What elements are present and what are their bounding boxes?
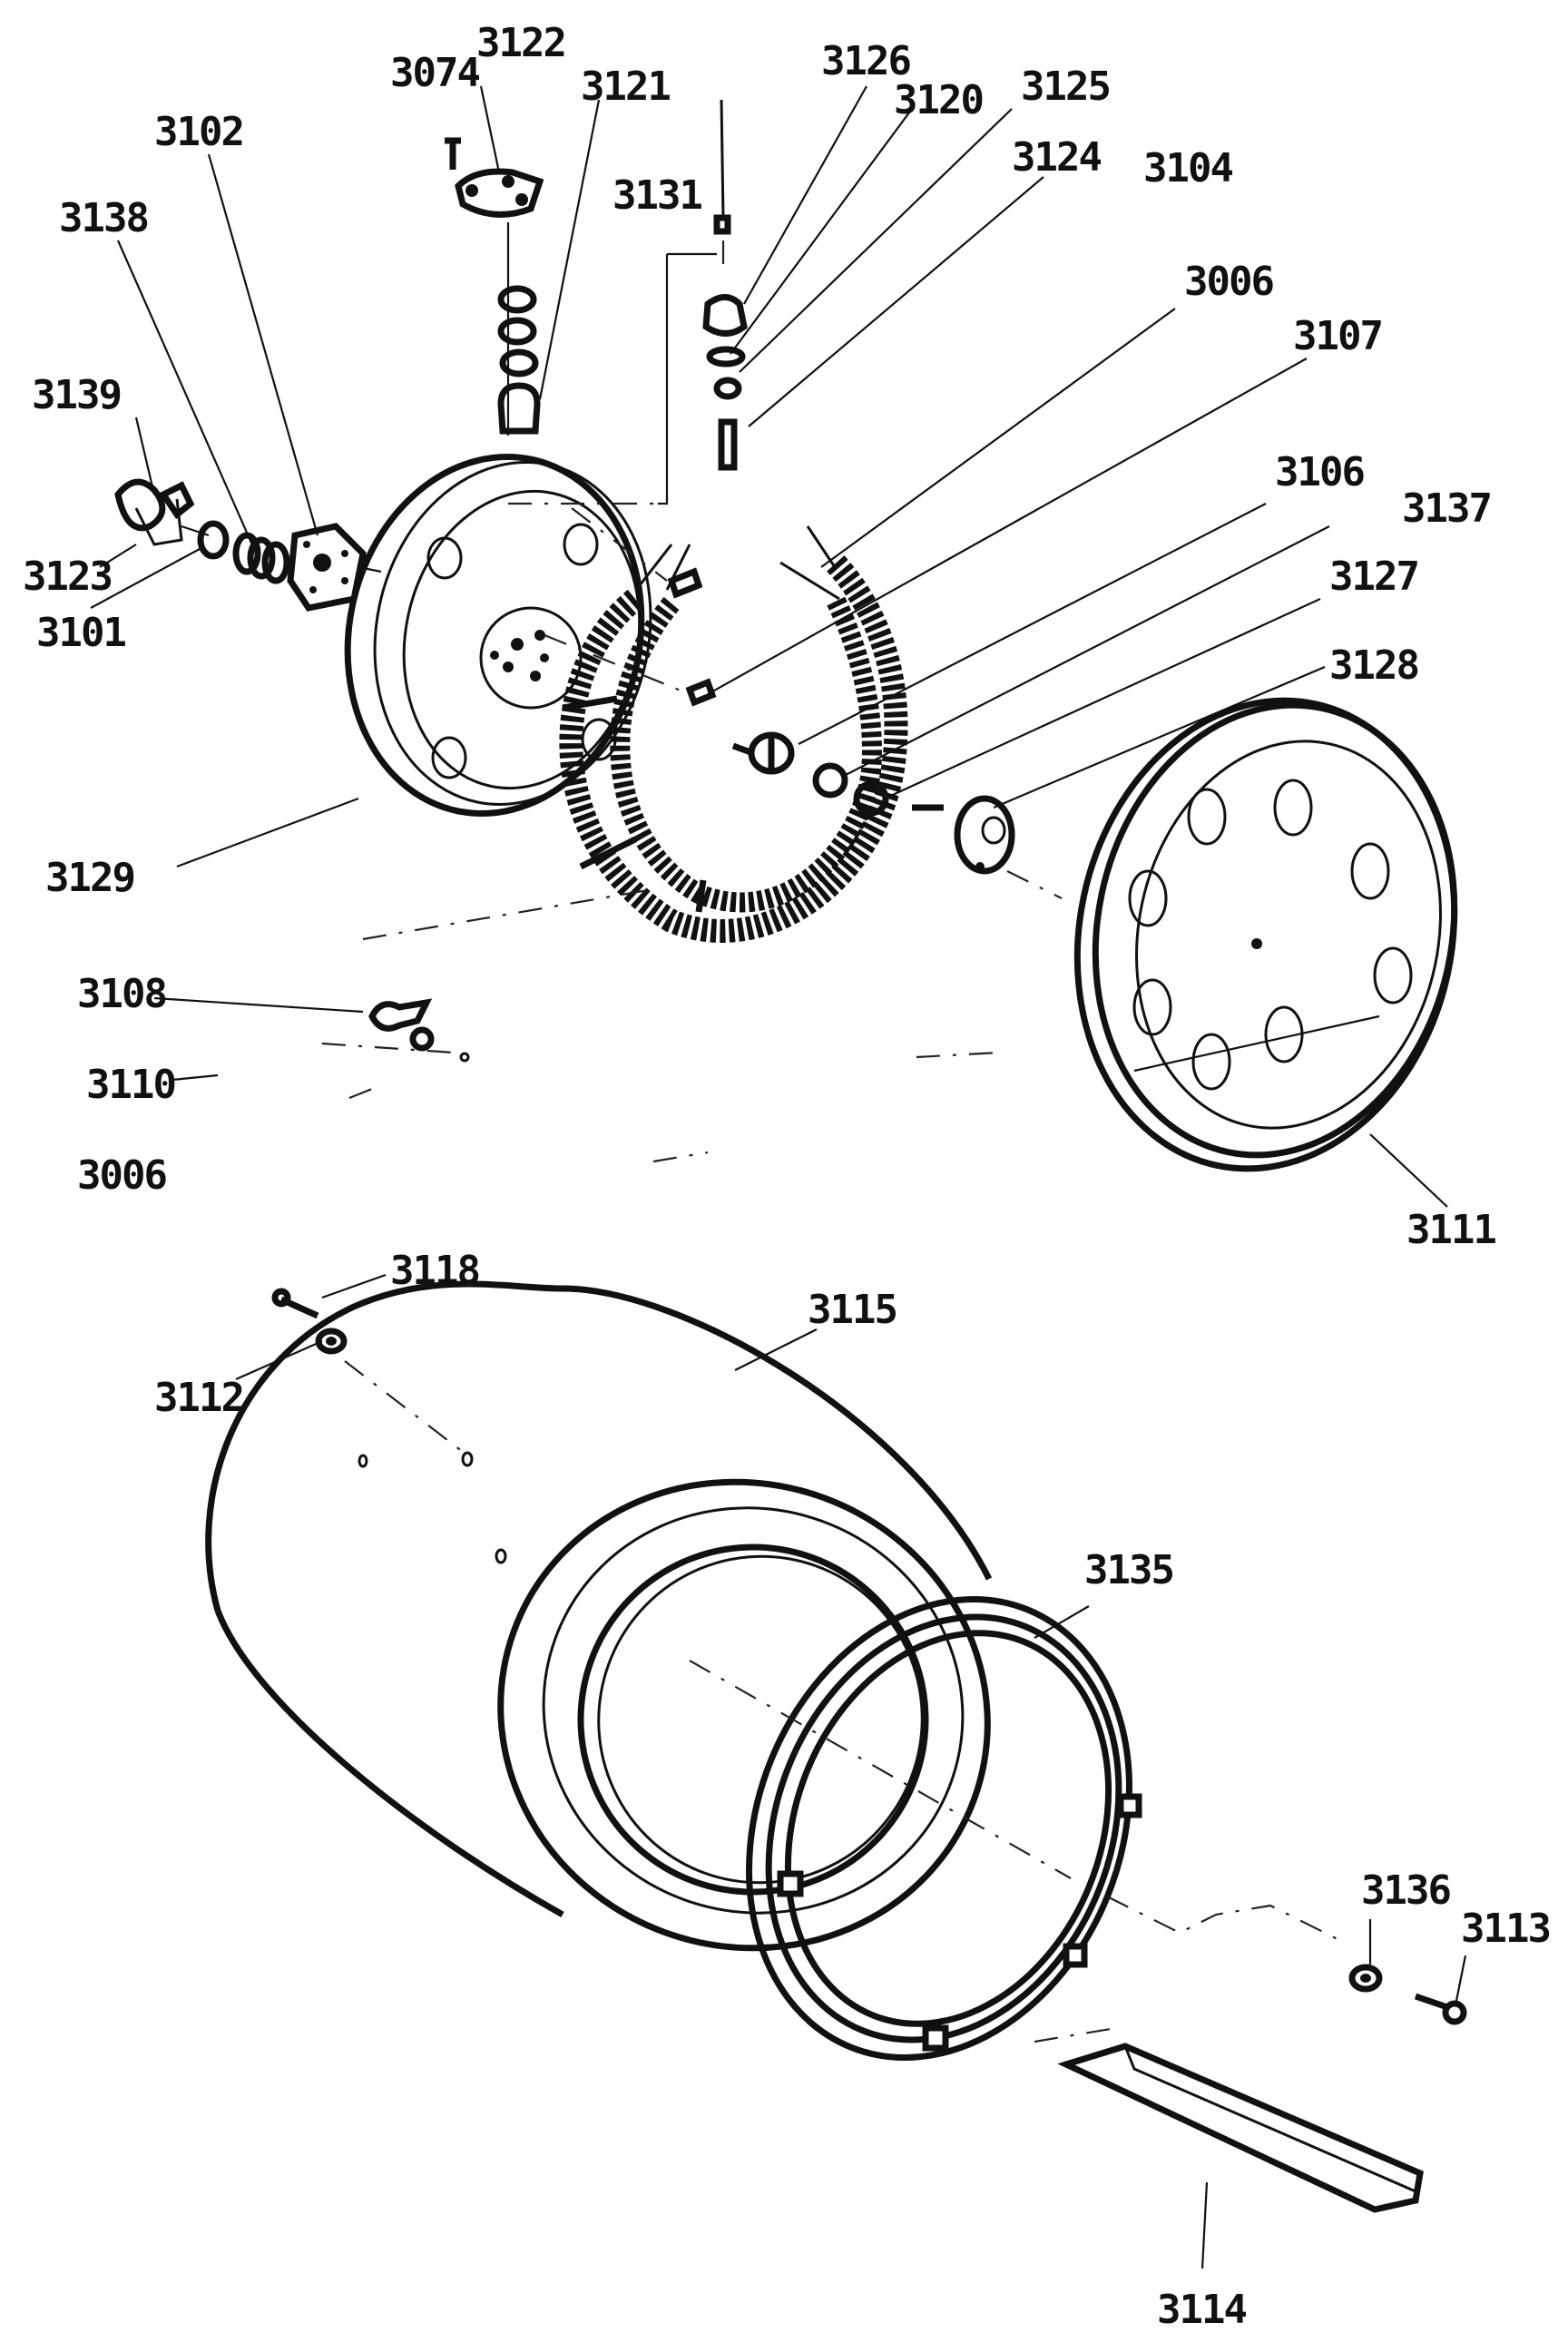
heater-element (559, 525, 908, 943)
label-3123: 3123 (23, 554, 112, 600)
part-labels: 3074 3122 3121 3126 3120 3125 3102 3124 … (23, 20, 1552, 2333)
label-3129: 3129 (45, 855, 134, 901)
label-3127: 3127 (1329, 554, 1418, 600)
label-3122: 3122 (476, 20, 565, 66)
bushings (731, 731, 889, 817)
label-3135: 3135 (1084, 1547, 1173, 1593)
drum-head-3111 (1073, 697, 1458, 1172)
label-3102: 3102 (154, 109, 243, 155)
thermostat-stack (445, 137, 544, 436)
label-3107: 3107 (1293, 313, 1382, 359)
leader-lines (90, 85, 1467, 2269)
label-3136: 3136 (1361, 1867, 1450, 1914)
ring-screw (1348, 1964, 1467, 2025)
label-3124: 3124 (1012, 134, 1101, 181)
terminal-stack (508, 99, 748, 505)
label-3126: 3126 (821, 38, 910, 84)
guide-lines (348, 887, 999, 1163)
front-ring-3135 (689, 1596, 1344, 2061)
label-3006-bottom: 3006 (77, 1152, 166, 1199)
label-3128: 3128 (1329, 642, 1418, 689)
label-3006-top: 3006 (1184, 259, 1273, 305)
label-3115: 3115 (808, 1287, 897, 1333)
screws-3006-3107 (544, 507, 717, 707)
rear-plate-3129 (344, 453, 652, 818)
label-3120: 3120 (894, 77, 983, 123)
label-3106: 3106 (1275, 449, 1364, 495)
label-3138: 3138 (59, 195, 148, 241)
label-3125: 3125 (1021, 64, 1110, 110)
label-3104: 3104 (1143, 145, 1232, 191)
label-3113: 3113 (1461, 1906, 1550, 1952)
label-3101: 3101 (36, 610, 125, 656)
label-3112: 3112 (154, 1375, 243, 1421)
drive-shaft-3128 (912, 795, 1063, 899)
label-3108: 3108 (77, 971, 166, 1017)
label-3131: 3131 (612, 172, 701, 219)
label-3139: 3139 (32, 372, 121, 418)
clip-parts (321, 998, 470, 1063)
label-3111: 3111 (1406, 1207, 1495, 1253)
baffle-3114 (1057, 2043, 1424, 2213)
label-3114: 3114 (1157, 2287, 1246, 2333)
drum-3115 (205, 1280, 993, 1952)
drum-screw (271, 1288, 348, 1355)
label-3110: 3110 (86, 1062, 175, 1108)
bearing-stack (114, 478, 382, 612)
label-3121: 3121 (581, 64, 670, 110)
label-3074: 3074 (390, 50, 479, 96)
label-3118: 3118 (390, 1248, 479, 1294)
label-3137: 3137 (1402, 485, 1491, 532)
